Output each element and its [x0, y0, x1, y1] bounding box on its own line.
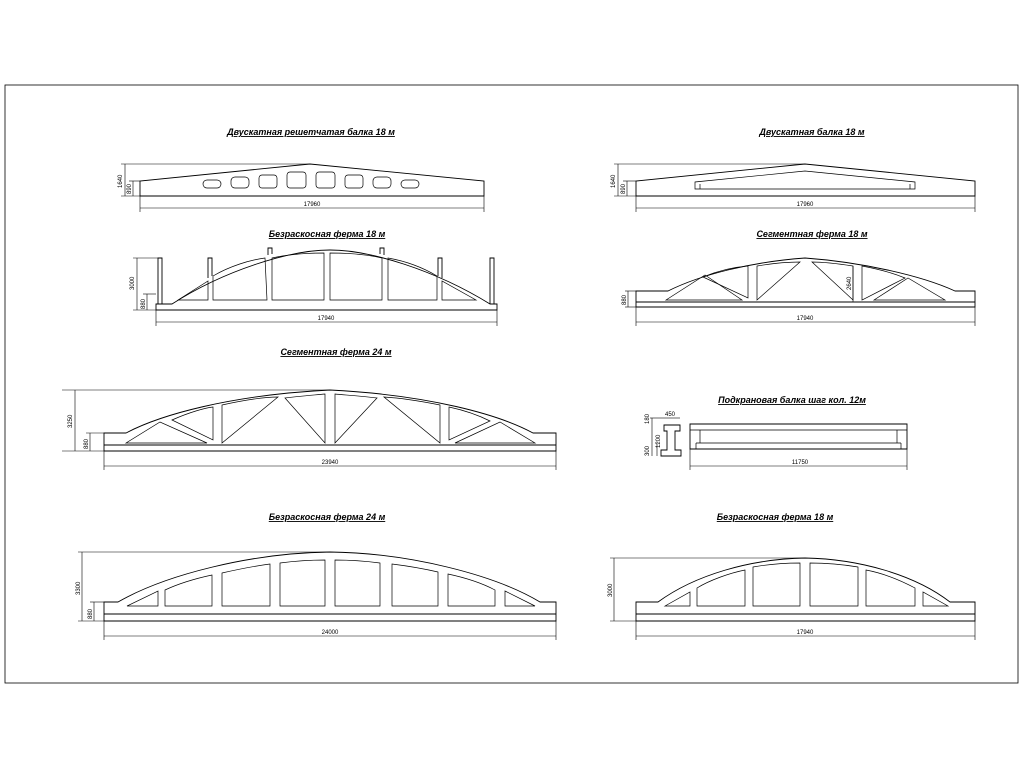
dimension-lines	[78, 551, 557, 640]
dim-flange: 180	[645, 413, 651, 424]
dim-depth: 1200	[656, 434, 662, 448]
non-braced-truss-24m: Безраскосная ферма 24 м 3300 880 24000	[76, 512, 557, 640]
truss-panels	[124, 393, 537, 444]
dim-span: 17960	[797, 202, 814, 208]
dim-span: 17940	[797, 630, 814, 636]
truss-outline	[635, 557, 976, 622]
dim-height: 3000	[130, 276, 136, 290]
beam-cross-section	[660, 424, 682, 457]
dim-span: 23940	[322, 460, 339, 466]
dimension-lines	[133, 257, 498, 326]
dim-height: 2640	[847, 276, 853, 290]
dim-height: 1640	[118, 174, 124, 188]
truss-panels	[126, 559, 536, 607]
non-braced-truss-18m-lower: Безраскосная ферма 18 м 3000 17940	[608, 512, 976, 640]
dimension-lines	[650, 417, 908, 470]
dimension-lines	[610, 557, 976, 640]
dimension-lines	[614, 163, 976, 212]
dim-support-height: 890	[621, 183, 627, 194]
dim-support-height: 880	[88, 608, 94, 619]
segmental-truss-18m: Сегментная ферма 18 м 880 2640 17940	[622, 229, 976, 326]
truss-outline	[103, 551, 557, 622]
crane-beam-12m: Подкрановая балка шаг кол. 12м 180 450 1…	[645, 395, 908, 470]
drawing-title: Безраскосная ферма 24 м	[269, 512, 386, 522]
non-braced-truss-18m: Безраскосная ферма 18 м	[130, 229, 498, 326]
beam-elevation	[689, 423, 908, 450]
truss-panels	[663, 562, 950, 607]
drawing-title: Сегментная ферма 24 м	[280, 347, 391, 357]
drawing-title: Сегментная ферма 18 м	[756, 229, 867, 239]
segmental-truss-24m: Сегментная ферма 24 м 3250 880 23940	[62, 347, 557, 470]
sheet-frame	[4, 84, 1019, 684]
drawing-title: Безраскосная ферма 18 м	[269, 229, 386, 239]
dim-height: 3000	[608, 583, 614, 597]
drawing-title: Подкрановая балка шаг кол. 12м	[718, 395, 866, 405]
dim-span: 17940	[797, 316, 814, 322]
truss-outline	[635, 257, 976, 308]
dim-span: 11750	[792, 460, 809, 466]
dim-width: 450	[665, 412, 676, 418]
dimension-lines	[62, 389, 557, 470]
beam-flange-lines	[690, 429, 907, 449]
dim-web: 300	[645, 445, 651, 456]
dim-support-height: 880	[141, 298, 147, 309]
dim-height: 1640	[611, 174, 617, 188]
drawing-title: Двускатная решетчатая балка 18 м	[226, 127, 395, 137]
dim-support-height: 880	[622, 294, 628, 305]
dim-height: 3250	[68, 414, 74, 428]
truss-outline	[155, 249, 498, 311]
drawing-title: Двускатная балка 18 м	[758, 127, 864, 137]
lattice-beam-18m: Двускатная решетчатая балка 18 м 1640 89…	[118, 127, 485, 212]
dimension-lines	[121, 163, 485, 212]
dim-support-height: 880	[84, 438, 90, 449]
beam-openings	[202, 171, 420, 189]
beam-outline	[635, 163, 976, 197]
beam-outline	[139, 163, 485, 197]
beam-web-opening	[694, 170, 916, 190]
dim-height: 3300	[76, 581, 82, 595]
gable-beam-18m: Двускатная балка 18 м 1640 890 17960	[611, 127, 976, 212]
drawing-title: Безраскосная ферма 18 м	[717, 512, 834, 522]
truss-panels	[664, 261, 947, 301]
dim-span: 24000	[322, 630, 339, 636]
truss-panels	[176, 252, 478, 301]
dimension-lines	[625, 266, 976, 326]
dim-span: 17940	[318, 316, 335, 322]
dim-span: 17960	[304, 202, 321, 208]
dim-support-height: 890	[127, 183, 133, 194]
posts	[157, 247, 495, 304]
truss-outline	[103, 389, 557, 452]
